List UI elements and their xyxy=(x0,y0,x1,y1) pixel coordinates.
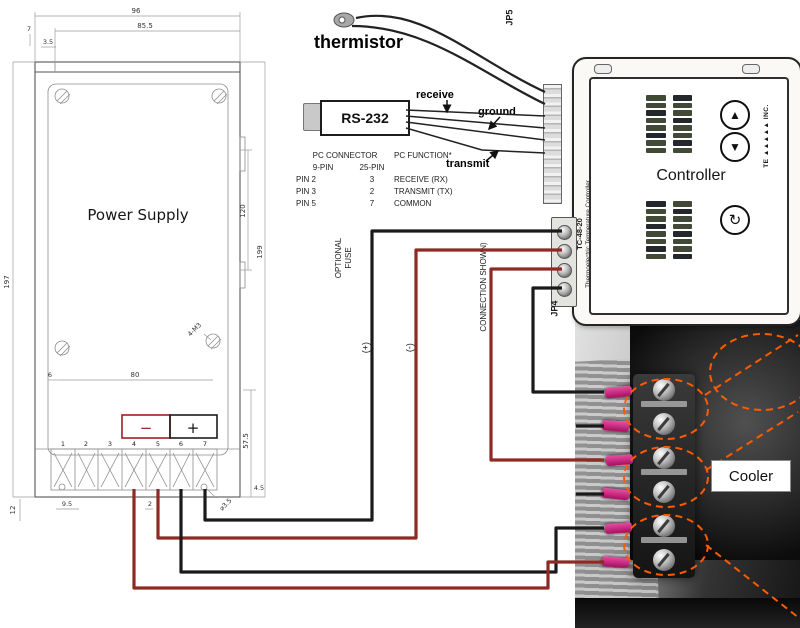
svg-text:7: 7 xyxy=(203,440,207,448)
up-arrow-icon: ▲ xyxy=(729,108,741,122)
dim-right-lower: 57.5 xyxy=(242,433,250,449)
plus-mark: + xyxy=(187,419,200,437)
dim-top-left: 7 xyxy=(27,25,31,33)
receive-label: receive xyxy=(416,89,454,101)
terminal-screw xyxy=(653,481,675,503)
col-25pin: 25-PIN xyxy=(359,163,385,172)
svg-text:3: 3 xyxy=(108,440,112,448)
power-supply-title: Power Supply xyxy=(87,206,188,224)
up-button[interactable]: ▲ xyxy=(720,100,750,130)
terminal-plate xyxy=(641,469,687,475)
cycle-arrow-icon: ↻ xyxy=(728,212,742,229)
terminal-screw xyxy=(653,549,675,571)
dim-flange-depth: 12 xyxy=(9,506,17,515)
dim-bottom-left: 6 xyxy=(48,371,52,379)
col-9pin: 9-PIN xyxy=(312,163,334,172)
terminal-screw xyxy=(653,515,675,537)
table-row: PIN 2 3 RECEIVE (RX) xyxy=(296,175,448,184)
terminal-screw xyxy=(653,379,675,401)
jp4-screw xyxy=(557,263,572,278)
down-button[interactable]: ▼ xyxy=(720,132,750,162)
svg-text:5: 5 xyxy=(156,440,160,448)
dim-left-height: 197 xyxy=(3,275,11,288)
controller-panel: ▲ ▼ ↻ Controller TE ▲▲▲▲▲ INC. xyxy=(589,77,789,315)
connection-shown-label: CONNECTION SHOWN) xyxy=(479,242,488,332)
jp4-connector xyxy=(551,217,577,307)
thermistor-label: thermistor xyxy=(314,32,404,52)
pc-connector-header: PC CONNECTOR xyxy=(312,151,378,160)
controller-title: Controller xyxy=(656,167,726,184)
terminal-plate xyxy=(641,537,687,543)
negative-label: (-) xyxy=(404,343,415,353)
led-display-upper xyxy=(646,95,692,153)
pc-function-header: PC FUNCTION* xyxy=(394,151,452,160)
jp4-label: JP4 xyxy=(549,300,560,317)
down-arrow-icon: ▼ xyxy=(729,140,741,154)
table-row: PIN 3 2 TRANSMIT (TX) xyxy=(296,187,453,196)
dim-corner-offset: 4.5 xyxy=(254,484,264,492)
cooler-label: Cooler xyxy=(711,460,791,492)
dim-top-width: 96 xyxy=(132,7,141,15)
cooler-terminal-block xyxy=(633,374,695,578)
dim-hole-dia: ⌀3.5 xyxy=(218,497,234,513)
terminal-screw xyxy=(653,413,675,435)
dim-top-inner-width: 85.5 xyxy=(137,22,153,30)
svg-text:1: 1 xyxy=(61,440,65,448)
terminal-numbers: 1 2 3 4 5 6 7 xyxy=(61,440,207,448)
te-technology-logo: TE ▲▲▲▲▲ INC. xyxy=(763,104,770,168)
dim-terminal-offset: 2 xyxy=(148,500,152,508)
terminal-screw xyxy=(653,447,675,469)
controller: TC-48-20 Thermoelectric Temperature Cont… xyxy=(572,57,800,326)
dim-bottom-inner: 80 xyxy=(131,371,140,379)
rs232-box: RS-232 xyxy=(320,100,410,136)
photo-bottom-shadow xyxy=(575,598,800,628)
polarity-marks: − + xyxy=(121,414,218,439)
table-row: PIN 5 7 COMMON xyxy=(296,199,432,208)
jp4-screw xyxy=(557,244,572,259)
transmit-label: transmit xyxy=(446,158,490,170)
jp4-screw xyxy=(557,225,572,240)
jp5-label: JP5 xyxy=(504,9,515,26)
dim-top-offset: 3.5 xyxy=(43,38,53,46)
controller-screw-slot xyxy=(742,64,760,74)
positive-label: (+) xyxy=(360,342,371,354)
cooler-photo: Cooler xyxy=(575,320,800,628)
cycle-button[interactable]: ↻ xyxy=(720,205,750,235)
dim-right-inner: 120 xyxy=(239,204,247,217)
pc-connector-table: PC CONNECTOR PC FUNCTION* 9-PIN 25-PIN P… xyxy=(296,150,548,210)
minus-mark: − xyxy=(140,419,153,437)
led-display-lower xyxy=(646,201,692,259)
svg-text:2: 2 xyxy=(84,440,88,448)
svg-text:6: 6 xyxy=(179,440,183,448)
controller-screw-slot xyxy=(594,64,612,74)
ground-label: ground xyxy=(478,106,516,118)
svg-text:4: 4 xyxy=(132,440,136,448)
controller-model: TC-48-20 xyxy=(575,218,584,250)
dim-terminal-pitch: 9.5 xyxy=(62,500,72,508)
dim-right-height: 199 xyxy=(256,245,264,258)
power-supply-drawing: 1 2 3 4 5 6 7 − + xyxy=(3,7,266,521)
optional-fuse-label: OPTIONAL FUSE xyxy=(334,237,353,279)
ground-arrow xyxy=(487,116,501,131)
terminal-plate xyxy=(641,401,687,407)
mount-hole-label: 4-M3 xyxy=(186,321,203,338)
rs232-label: RS-232 xyxy=(341,110,389,126)
